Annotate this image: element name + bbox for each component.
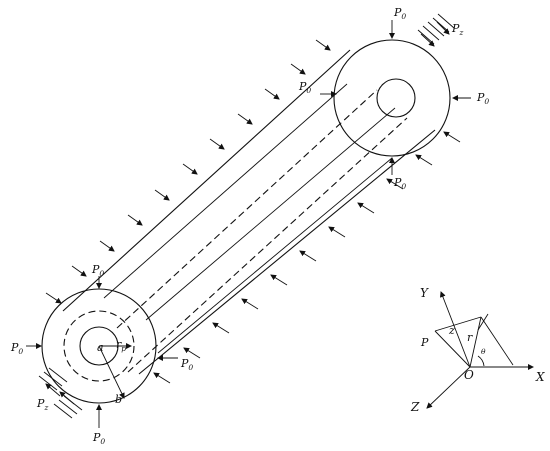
pressure-arrow <box>386 178 404 190</box>
hatch-line <box>58 399 78 415</box>
pz-arrow <box>436 21 450 35</box>
hatch-line <box>417 29 435 45</box>
pressure-arrow <box>71 265 87 277</box>
pressure-arrow <box>264 88 280 100</box>
origin-label: O <box>464 368 474 382</box>
bore-hidden-top <box>116 89 378 329</box>
radius-line-r <box>469 316 482 368</box>
surface-pressure-arrows-upper <box>45 39 331 304</box>
label-p0-far-bottom: P0 <box>393 176 406 191</box>
pressure-arrow <box>154 189 170 201</box>
label-p0-far-left: P0 <box>298 80 311 95</box>
box-line-2 <box>480 316 514 366</box>
pressure-arrow <box>237 113 253 125</box>
label-a: a <box>97 341 104 354</box>
inner-line-3 <box>157 157 393 354</box>
radius-labels: a rp b <box>97 338 126 406</box>
pressure-arrow <box>357 202 375 214</box>
hatch-line <box>427 21 445 37</box>
pressure-arrow <box>182 163 198 175</box>
pressure-arrow <box>183 347 201 359</box>
z-axis <box>426 366 471 409</box>
hatch-line <box>43 371 63 387</box>
inner-line-1 <box>103 83 348 299</box>
axial-load-hatch-far <box>417 13 455 47</box>
box-line-3 <box>434 330 471 368</box>
pressure-arrow <box>153 372 171 384</box>
coordinate-system: Y X Z O P z r θ <box>410 286 545 414</box>
pressure-arrow <box>127 214 143 226</box>
far-end-bore-circle <box>376 78 416 118</box>
far-end-outer-circle <box>333 39 451 157</box>
near-end-face <box>41 288 157 404</box>
axis-label-z: Z <box>410 400 420 414</box>
point-label-p: P <box>420 336 429 349</box>
hatch-line <box>437 13 455 29</box>
pz-arrow <box>420 33 435 47</box>
axis-label-x: X <box>535 370 545 384</box>
label-p0-near-left: P0 <box>10 341 23 356</box>
pressure-arrow <box>415 154 433 166</box>
pressure-arrow <box>290 63 306 75</box>
axial-load-hatch-near <box>38 367 83 419</box>
coord-label-r: r <box>467 331 473 344</box>
pressure-arrow <box>299 250 317 262</box>
label-p0-near-top: P0 <box>91 263 104 278</box>
pressure-arrow <box>270 274 288 286</box>
hatch-line <box>432 17 450 33</box>
theta-label: θ <box>481 347 486 356</box>
near-end-outer-circle <box>41 288 157 404</box>
pz-arrow <box>45 383 61 397</box>
box-line-4 <box>477 313 489 331</box>
surface-pressure-arrows-lower <box>153 131 461 384</box>
label-p0-far-right: P0 <box>476 91 489 106</box>
near-end-p0-arrows <box>26 276 178 428</box>
bore-hidden-bottom <box>127 117 408 373</box>
far-end-face <box>333 39 451 157</box>
pressure-arrow <box>241 298 259 310</box>
pz-arrow <box>59 391 75 405</box>
inner-line-2 <box>145 107 396 321</box>
pressure-arrow <box>315 39 331 51</box>
label-p0-near-bottom: P0 <box>92 431 105 446</box>
pressure-arrow <box>99 240 115 252</box>
hatch-line <box>422 25 440 41</box>
pressure-arrow <box>443 131 461 143</box>
theta-arc <box>477 355 485 367</box>
label-pz-far: Pz <box>451 22 463 37</box>
pressure-arrow <box>328 226 346 238</box>
load-labels: P0 Pz P0 P0 P0 P0 P0 P0 Pz P0 <box>10 6 489 446</box>
coord-label-z: z <box>448 324 455 337</box>
outer-generator-top <box>62 49 351 312</box>
y-axis <box>440 291 471 368</box>
pressure-arrow <box>209 138 225 150</box>
cylinder-body <box>62 49 436 375</box>
hatch-line <box>48 367 68 383</box>
label-rp: rp <box>116 338 126 353</box>
axis-label-y: Y <box>420 286 429 300</box>
far-end-p0-arrows <box>320 20 471 175</box>
outer-generator-bottom <box>138 129 436 375</box>
pressure-arrow <box>212 322 230 334</box>
label-b: b <box>115 393 122 406</box>
near-end-dashed-circle <box>63 310 135 382</box>
pressure-arrow <box>45 292 62 304</box>
box-line-1 <box>434 316 482 332</box>
radius-b-arrow <box>98 345 125 399</box>
hatch-line <box>38 375 58 391</box>
label-p0-far-top: P0 <box>393 6 406 21</box>
label-pz-near: Pz <box>36 397 48 412</box>
label-p0-near-right: P0 <box>180 357 193 372</box>
hatch-line <box>53 403 73 419</box>
